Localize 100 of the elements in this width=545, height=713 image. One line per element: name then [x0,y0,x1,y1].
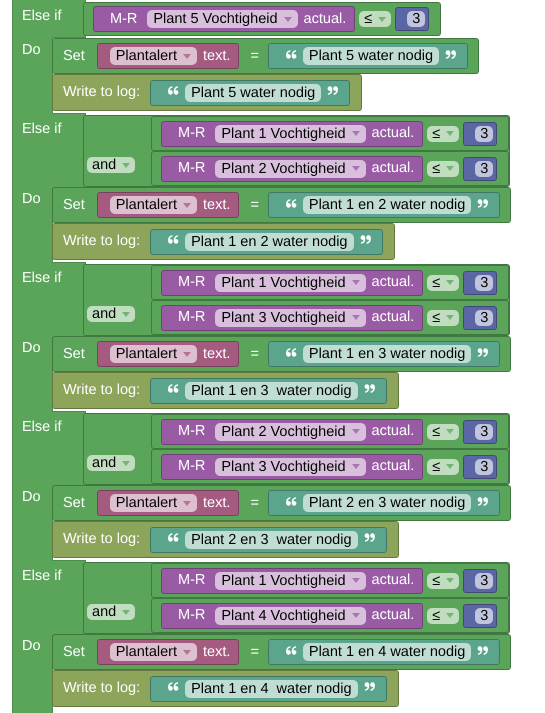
text-field: Plant 5 water nodig [302,47,440,65]
and-block [83,562,510,634]
block-label: Set [63,48,85,64]
sensor-dropdown: Plant 3 Vochtigheid [215,308,366,326]
text-block [150,378,387,404]
block-label: actual. [372,458,414,475]
set-block [52,187,512,223]
block-label: M-R [178,160,206,177]
compare-block [151,151,510,186]
text-field: Plant 2 en 3 water nodig [185,530,358,548]
log-block [52,74,362,111]
number-field: 3 [475,572,494,588]
operator-dropdown: ≤ [427,572,460,588]
variable-dropdown: Plantalert [110,494,198,512]
block-label: Write to log: [63,382,140,399]
block-label: actual. [372,607,414,624]
block-label: actual. [372,309,414,326]
block-label: = [250,644,259,660]
compare-block [151,598,510,633]
block-label: M-R [178,125,206,142]
block-label: Else if [22,8,62,25]
variable-block [96,490,240,516]
sensor-block [161,304,424,330]
block-label: Do [22,489,41,506]
block-label: M-R [110,10,138,28]
set-block [52,336,512,372]
compare-block [83,2,442,36]
block-label: Do [22,340,41,357]
sensor-block [161,156,424,182]
text-block [268,490,500,516]
variable-block [96,341,240,367]
block-label: = [250,494,259,512]
text-block [268,192,500,218]
block-label: M-R [178,309,206,326]
block-label: = [250,196,259,214]
compare-block [151,414,510,449]
logic-dropdown: and [87,604,136,620]
operator-dropdown: ≤ [427,274,460,290]
block-label: Else if [22,568,62,585]
block-label: Do [22,638,41,655]
variable-block [96,192,240,218]
log-block [52,670,399,707]
operator-dropdown: ≤ [427,424,460,440]
text-field: Plant 1 en 2 water nodig [185,232,354,250]
block-label: text. [203,48,230,64]
number-block [463,420,498,444]
operator-dropdown: ≤ [359,11,392,27]
block-label: Write to log: [63,233,140,250]
block-label: actual. [372,125,414,142]
block-label: Do [22,42,41,59]
compare-block [151,449,510,484]
number-field: 3 [475,608,494,624]
number-field: 3 [475,160,494,176]
sensor-block [161,568,424,594]
sensor-block [161,418,424,444]
number-block [463,122,498,146]
compare-block [151,116,510,151]
logic-dropdown: and [87,306,136,322]
block-label: Set [63,644,85,660]
sensor-dropdown: Plant 2 Vochtigheid [215,160,366,178]
block-label: text. [203,346,230,362]
sensor-dropdown: Plant 1 Vochtigheid [215,572,366,590]
number-block [463,306,498,330]
block-label: Write to log: [63,680,140,697]
sensor-block [161,602,424,628]
number-field: 3 [475,424,494,440]
sensor-dropdown: Plant 1 Vochtigheid [215,124,366,142]
block-label: M-R [178,572,206,589]
text-block [150,228,382,254]
block-label: actual. [372,274,414,291]
sensor-dropdown: Plant 3 Vochtigheid [215,458,366,476]
number-field: 3 [475,126,494,142]
and-block [83,413,510,485]
number-block [463,604,498,628]
variable-block [96,639,240,665]
compare-block [151,265,510,300]
block-label: Else if [22,419,62,436]
block-label: actual. [372,423,414,440]
block-label: Else if [22,270,62,287]
set-block [52,634,512,670]
block-label: Write to log: [63,84,140,101]
and-block [83,115,510,187]
number-block [463,568,498,592]
block-label: actual. [372,160,414,177]
number-block [395,7,430,31]
variable-dropdown: Plantalert [110,643,198,661]
text-field: Plant 1 en 4 water nodig [302,643,472,661]
block-label: actual. [372,572,414,589]
block-label: text. [203,494,230,512]
text-block [150,526,387,552]
block-label: text. [203,196,230,214]
block-label: text. [203,644,230,660]
sensor-block [161,454,424,480]
log-block [52,372,399,409]
block-label: Do [22,191,41,208]
text-field: Plant 5 water nodig [185,84,322,102]
number-block [463,156,498,180]
set-block [52,38,480,74]
operator-dropdown: ≤ [427,458,460,474]
block-label: M-R [178,274,206,291]
